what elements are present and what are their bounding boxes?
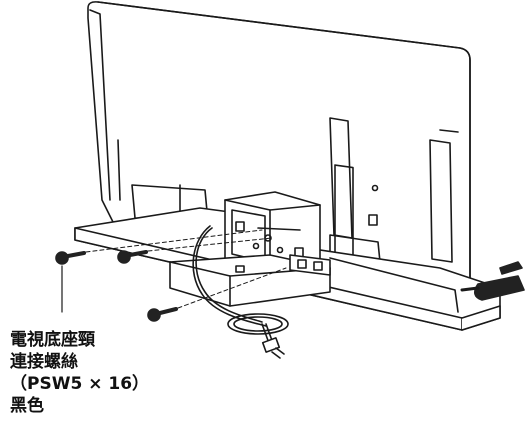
caption-line-1: 電視底座頸 xyxy=(10,330,95,350)
caption-line-3: （PSW5 × 16） xyxy=(10,374,150,394)
screw-icon xyxy=(55,250,178,322)
caption-line-2: 連接螺絲 xyxy=(10,352,78,372)
caption-line-4: 黑色 xyxy=(10,396,44,416)
stand-connector-box xyxy=(169,254,331,307)
screw-caption: 電視底座頸 連接螺絲 （PSW5 × 16） 黑色 xyxy=(10,329,180,417)
screw-guide-lines xyxy=(85,229,287,309)
power-plug-icon xyxy=(261,337,285,359)
screwdriver-icon xyxy=(460,261,525,301)
